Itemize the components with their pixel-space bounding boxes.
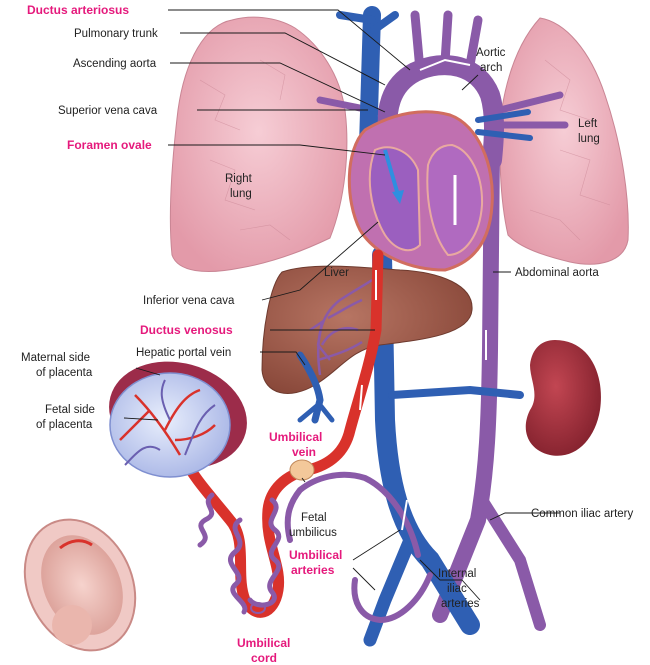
label-umbilical-vein-1: Umbilical <box>269 430 322 444</box>
label-internal-iliac-2: iliac <box>447 583 467 595</box>
aortic-arch <box>377 55 504 170</box>
pulmonary-veins <box>475 109 533 141</box>
label-left-lung-1: Left <box>578 118 598 130</box>
label-right-lung-2: lung <box>230 188 252 200</box>
ductus-venosus-vessel <box>309 278 373 376</box>
label-umbilical-vein-2: vein <box>292 445 316 459</box>
label-fetal-umbilicus-2: umbilicus <box>289 527 337 539</box>
superior-vena-cava-vessel <box>359 6 381 154</box>
label-internal-iliac-3: arteries <box>441 598 480 610</box>
label-hepatic-portal-vein: Hepatic portal vein <box>136 347 231 359</box>
label-ascending-aorta: Ascending aorta <box>73 58 157 70</box>
label-ductus-venosus: Ductus venosus <box>140 323 233 337</box>
hepatic-portal-vessel <box>296 351 324 424</box>
inferior-vena-cava-vessel <box>372 245 480 635</box>
abdominal-aorta-vessel <box>432 142 500 623</box>
label-aortic-arch-1: Aortic <box>476 47 506 59</box>
pulmonary-branches <box>496 91 569 129</box>
iliac-vein-left <box>363 533 417 647</box>
cord-knot <box>250 602 266 614</box>
renal-vein <box>388 385 524 399</box>
label-liver: Liver <box>324 267 349 279</box>
label-superior-vena-cava: Superior vena cava <box>58 105 158 117</box>
label-inferior-vena-cava: Inferior vena cava <box>143 295 235 307</box>
fetal-umbilicus-ring <box>289 459 315 481</box>
fetus-placenta-link <box>59 539 93 550</box>
kidney <box>525 340 601 456</box>
label-umbilical-cord-1: Umbilical <box>237 636 290 650</box>
arch-branches <box>410 10 483 75</box>
label-fetal-umbilicus-1: Fetal <box>301 512 327 524</box>
lung-texture <box>199 59 611 241</box>
portal-branches <box>297 402 335 423</box>
leader-lines <box>123 9 560 601</box>
cord-twist <box>197 492 282 615</box>
label-maternal-side-2: of placenta <box>36 367 93 379</box>
placenta-red-vessels <box>119 388 216 456</box>
label-foramen-ovale: Foramen ovale <box>67 138 152 152</box>
label-umbilical-arteries-1: Umbilical <box>289 548 342 562</box>
flow-arrows <box>359 58 521 546</box>
label-aortic-arch-2: arch <box>480 62 502 74</box>
umbilical-artery-right <box>351 572 433 624</box>
common-iliac-right <box>476 494 546 631</box>
label-fetal-side-1: Fetal side <box>45 404 95 416</box>
fetus-head <box>52 605 92 645</box>
label-umbilical-cord-2: cord <box>251 651 277 665</box>
label-maternal-side-1: Maternal side <box>21 352 90 364</box>
label-left-lung-2: lung <box>578 133 600 145</box>
placenta-blue-vessels <box>124 379 216 466</box>
label-pulmonary-trunk: Pulmonary trunk <box>74 28 158 40</box>
right-atrium <box>368 146 422 252</box>
label-ductus-arteriosus: Ductus arteriosus <box>27 3 129 17</box>
foramen-arrow-head <box>392 190 404 204</box>
left-lung <box>499 17 629 265</box>
right-lung <box>169 16 348 273</box>
label-fetal-side-2: of placenta <box>36 419 93 431</box>
umbilical-artery-left <box>284 471 421 558</box>
label-internal-iliac-1: Internal <box>438 568 476 580</box>
foramen-ovale-arrow <box>383 149 400 196</box>
label-umbilical-arteries-2: arteries <box>291 563 335 577</box>
label-right-lung-1: Right <box>225 173 253 185</box>
label-abdominal-aorta: Abdominal aorta <box>515 267 599 279</box>
label-common-iliac-artery: Common iliac artery <box>531 508 633 520</box>
